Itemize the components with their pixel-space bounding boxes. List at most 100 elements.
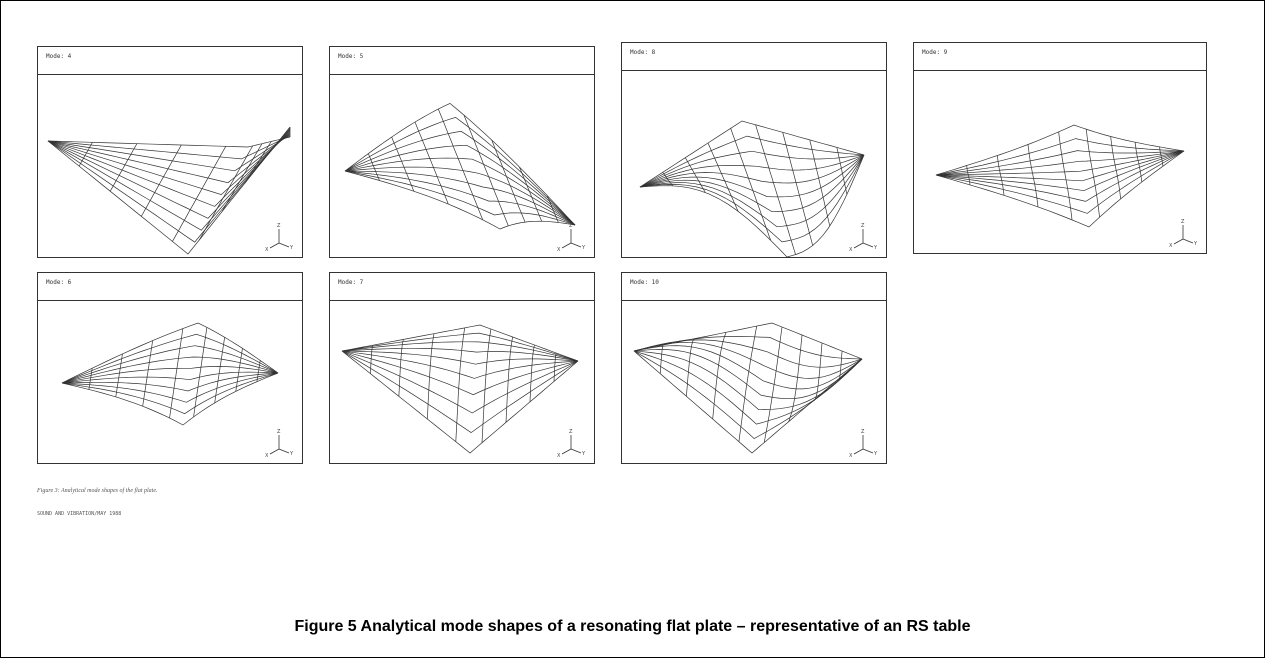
mesh-line [47, 131, 291, 207]
mesh-line [935, 138, 1185, 176]
axis-label-x: X [557, 247, 561, 253]
mesh-line [341, 341, 579, 362]
panel-title: Mode: 7 [338, 279, 364, 286]
mesh-line [47, 136, 291, 148]
mode-shape-mesh [61, 322, 279, 426]
mesh-line [235, 348, 243, 392]
axis-label-z: Z [277, 429, 281, 435]
axis-line [561, 448, 572, 455]
mesh-line [730, 128, 772, 241]
mesh-line [344, 170, 576, 226]
mesh-line [47, 135, 291, 160]
mesh-line [633, 336, 863, 360]
mesh-line [935, 150, 1185, 202]
panel-header: Mode: 6 [38, 273, 302, 301]
mesh-line [172, 146, 227, 242]
axis-line [853, 242, 864, 249]
axis-label-y: Y [1193, 241, 1198, 247]
mesh-line [61, 372, 279, 403]
mesh-line [344, 102, 576, 226]
axis-triad-icon: Z Y X [557, 223, 586, 253]
mesh-line [47, 134, 291, 172]
mesh-line [115, 353, 123, 397]
mesh-line [763, 326, 783, 443]
mesh-line [837, 350, 843, 382]
panel-title: Mode: 4 [46, 53, 72, 60]
mesh-line [529, 344, 535, 402]
mesh-line [685, 157, 706, 193]
mesh-line [935, 150, 1185, 176]
mesh-line [1134, 142, 1143, 183]
axis-triad-icon: ZYX [849, 429, 878, 459]
source-figure-caption: Figure 3: Analytical mode shapes of the … [37, 488, 158, 494]
mesh-line [1058, 131, 1073, 220]
mesh-line [812, 342, 823, 402]
mesh-line [639, 150, 865, 188]
mesh-line [256, 360, 261, 382]
mesh-line [935, 150, 1185, 192]
mesh-line [88, 368, 93, 390]
panel-title: Mode: 5 [338, 53, 364, 60]
mesh-line [639, 154, 865, 228]
axis-line [570, 242, 582, 248]
axis-label-y: Y [873, 451, 878, 457]
mode-panel-5: Mode: 5 Z Y X [329, 46, 595, 258]
mesh-line [414, 121, 449, 205]
axis-label-z: Z [861, 223, 865, 229]
mesh-line [1110, 136, 1122, 199]
mesh-line [221, 143, 263, 212]
axis-label-y: Y [289, 451, 294, 457]
panel-title: Mode: 10 [630, 279, 659, 286]
axis-label-x: X [849, 247, 853, 253]
panel-header: Mode: 5 [330, 47, 594, 75]
mesh-line [633, 345, 863, 390]
mesh-line [935, 124, 1185, 176]
axis-line [853, 448, 864, 455]
axis-triad-icon: Z Y X [849, 223, 878, 253]
axis-label-y: Y [581, 245, 586, 251]
mesh-line [505, 336, 514, 423]
panel-title: Mode: 9 [922, 49, 948, 56]
axis-line [1173, 238, 1184, 245]
mesh-line [109, 143, 138, 192]
axis-label-z: Z [569, 223, 573, 229]
mesh-line [639, 154, 865, 188]
mesh-line [244, 141, 272, 184]
mesh-line [707, 142, 739, 212]
axis-line [862, 242, 874, 248]
mesh-line [633, 341, 863, 379]
mesh-line [61, 322, 279, 384]
mesh-line [809, 139, 831, 226]
mesh-line [47, 132, 291, 195]
mesh-line [61, 372, 279, 415]
figure-caption: Figure 5 Analytical mode shapes of a res… [294, 618, 971, 635]
axis-label-y: Y [873, 245, 878, 251]
mesh-line [61, 372, 279, 426]
mesh-line [47, 133, 291, 184]
mesh-line [61, 372, 279, 392]
axis-label-x: X [265, 453, 269, 459]
mesh-line [633, 350, 863, 411]
mesh-line [47, 126, 291, 255]
axis-line [561, 242, 572, 249]
mesh-line [633, 350, 863, 425]
mesh-line [391, 136, 415, 192]
axis-label-x: X [557, 453, 561, 459]
mesh-line [662, 172, 673, 187]
mode-shape-mesh [344, 102, 576, 230]
axis-triad-icon: ZYX [1169, 219, 1198, 249]
mesh-line [633, 349, 863, 400]
mesh-line [341, 350, 579, 396]
mesh-line [78, 142, 93, 167]
mesh-line [61, 356, 279, 384]
mesh-line [341, 350, 579, 414]
axis-label-x: X [1169, 243, 1173, 249]
mesh-line [142, 340, 154, 407]
mesh-line [966, 165, 971, 185]
mesh-line [193, 327, 208, 417]
mesh-line [267, 138, 281, 156]
